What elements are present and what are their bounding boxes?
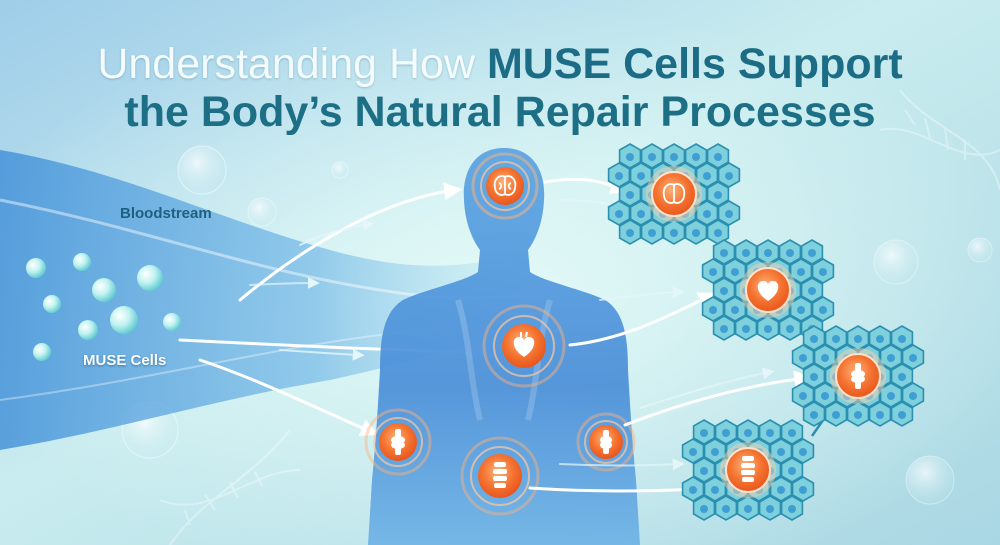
repair-core — [720, 442, 776, 498]
repair-core — [646, 166, 702, 222]
body-target-spine — [460, 436, 540, 516]
tissue-clusters — [607, 143, 925, 521]
title-line-2: the Body’s Natural Repair Processes — [124, 88, 876, 136]
spine-icon — [741, 456, 755, 482]
repair-core — [740, 262, 796, 318]
repair-core — [830, 348, 886, 404]
title-line-1: Understanding How MUSE Cells Support — [0, 40, 1000, 89]
hex-cell — [662, 219, 686, 245]
hex-cell — [714, 495, 738, 521]
heart-icon — [757, 280, 779, 301]
muse-cells-label: MUSE Cells — [83, 352, 167, 369]
hex-cell — [640, 219, 664, 245]
hex-cell — [780, 495, 804, 521]
body-target-brain — [471, 152, 539, 220]
hex-cell — [824, 401, 848, 427]
hex-cell — [692, 495, 716, 521]
knee-joint-icon — [391, 429, 405, 455]
tissue-cluster-joint-tissue — [791, 325, 925, 427]
tissue-cluster-heart-tissue — [701, 239, 835, 341]
hex-cell — [778, 315, 802, 341]
spine-icon — [493, 462, 507, 488]
hex-cell — [890, 401, 914, 427]
heart-icon — [513, 331, 535, 357]
tissue-cluster-spine-tissue — [681, 419, 815, 521]
tissue-cluster-brain-tissue — [607, 143, 741, 245]
bloodstream-label: Bloodstream — [120, 205, 212, 222]
knee-joint-icon — [600, 430, 612, 454]
brain-icon — [493, 175, 517, 196]
knee-joint-icon — [851, 363, 865, 389]
muse-cells-cluster — [26, 253, 181, 361]
title-prefix: Understanding How — [97, 40, 487, 88]
body-target-left-knee — [364, 408, 432, 476]
hex-cell — [712, 315, 736, 341]
title-emphasis: MUSE Cells Support — [486, 40, 903, 88]
hex-cell — [868, 401, 892, 427]
dna-helix-bottom-left — [159, 429, 301, 545]
hex-cell — [756, 315, 780, 341]
hex-cell — [684, 219, 708, 245]
hex-cell — [734, 315, 758, 341]
hex-cell — [736, 495, 760, 521]
dna-helix-top-right — [879, 89, 1000, 191]
brain-icon — [662, 183, 686, 204]
body-target-heart — [482, 304, 566, 388]
hex-cell — [758, 495, 782, 521]
body-target-right-knee — [576, 412, 636, 472]
hex-cell — [802, 401, 826, 427]
repair-arrows — [528, 177, 813, 498]
hex-cell — [846, 401, 870, 427]
hex-cell — [618, 219, 642, 245]
